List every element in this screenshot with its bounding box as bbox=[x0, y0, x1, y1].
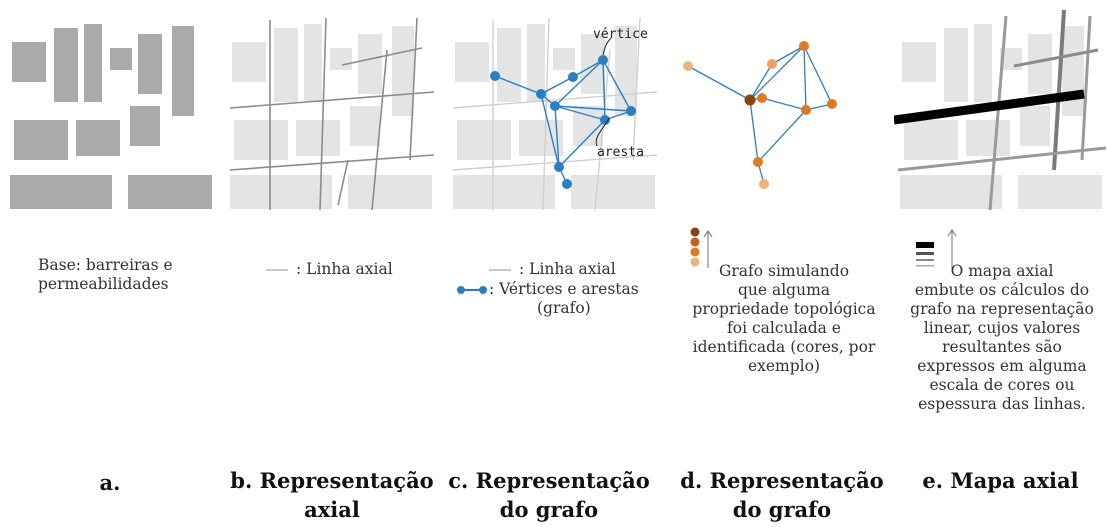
base-blocks-figure bbox=[10, 24, 212, 209]
panel-d-caption-line2: do grafo bbox=[732, 497, 832, 522]
color-scale-icon bbox=[690, 227, 713, 268]
panel-a-description: Base: barreiras e permeabilidades bbox=[38, 256, 173, 293]
block bbox=[84, 24, 102, 102]
block bbox=[128, 175, 212, 209]
panel-e-caption: e. Mapa axial bbox=[922, 468, 1079, 493]
axial-line-swatch bbox=[489, 269, 511, 271]
legend-axial-line-label: : Linha axial bbox=[519, 260, 616, 278]
panel-c: vértice aresta : Linha axial : Vértices … bbox=[445, 0, 665, 527]
legend-graph: : Vértices e arestas (grafo) bbox=[457, 280, 667, 340]
legend-graph-label: : Vértices e arestas (grafo) bbox=[489, 280, 639, 317]
block bbox=[172, 26, 194, 116]
axial-line-swatch bbox=[266, 269, 288, 271]
panel-d-description: Grafo simulando que alguma propriedade t… bbox=[692, 262, 876, 375]
line-scale-icon bbox=[916, 228, 957, 268]
edge-annotation: aresta bbox=[597, 145, 644, 160]
axial-map-figure bbox=[894, 10, 1107, 210]
block bbox=[12, 42, 46, 82]
panel-a: Base: barreiras e permeabilidades a. bbox=[0, 0, 220, 527]
weighted-axial-lines bbox=[894, 10, 1107, 210]
graph-vertices bbox=[490, 55, 636, 189]
panel-b-caption-line2: axial bbox=[304, 497, 360, 522]
panel-b: : Linha axial b. Representação axial bbox=[222, 0, 442, 527]
axial-lines bbox=[229, 17, 435, 210]
block bbox=[54, 28, 78, 102]
graph-figure: vértice aresta bbox=[452, 17, 658, 210]
panel-e: O mapa axial embute os cálculos do grafo… bbox=[894, 0, 1107, 527]
panel-a-caption: a. bbox=[99, 470, 121, 495]
panel-c-caption-line2: do grafo bbox=[499, 497, 599, 522]
panel-d: Grafo simulando que alguma propriedade t… bbox=[668, 0, 896, 527]
legend-axial-line: : Linha axial bbox=[489, 260, 669, 282]
colored-graph-figure bbox=[683, 41, 837, 189]
block bbox=[76, 120, 120, 156]
axial-lines-figure bbox=[229, 17, 435, 210]
panel-c-caption: c. Representação bbox=[448, 468, 650, 493]
graph-swatch-icon bbox=[457, 286, 487, 294]
panel-d-caption: d. Representação bbox=[680, 468, 884, 493]
legend-axial-line-label: : Linha axial bbox=[296, 260, 393, 278]
graph-vertices bbox=[683, 41, 837, 189]
panel-b-caption: b. Representação bbox=[230, 468, 434, 493]
block bbox=[14, 120, 68, 160]
block bbox=[138, 34, 162, 94]
vertex-annotation: vértice bbox=[593, 27, 648, 42]
legend-axial-line: : Linha axial bbox=[266, 260, 446, 282]
block bbox=[10, 175, 112, 209]
block bbox=[130, 106, 160, 146]
panel-e-description: O mapa axial embute os cálculos do grafo… bbox=[910, 262, 1094, 413]
block bbox=[110, 48, 132, 70]
